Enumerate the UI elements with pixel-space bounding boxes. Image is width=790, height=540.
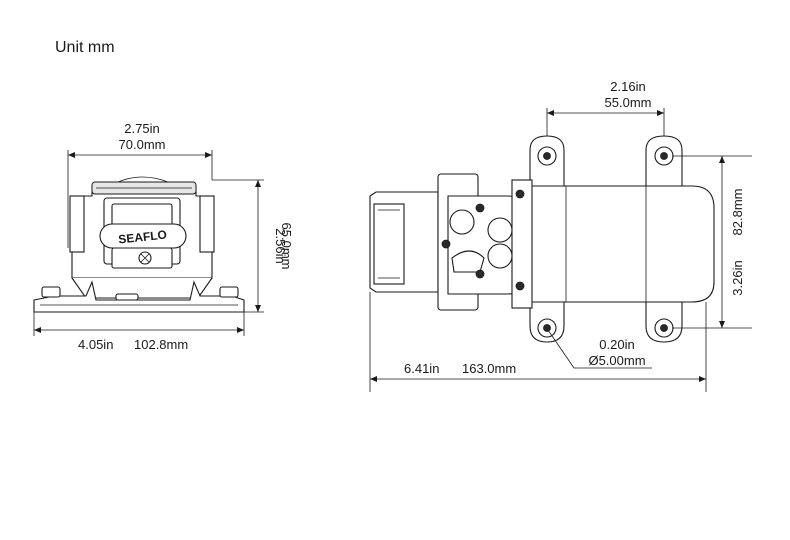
- hole-spacing-in: 2.16in: [610, 79, 645, 94]
- hole-spacing-mm: 55.0mm: [605, 95, 652, 110]
- front-width-mm: 70.0mm: [119, 137, 166, 152]
- unit-label: Unit mm: [55, 39, 115, 56]
- brand-logo: SEAFLO: [118, 228, 168, 247]
- length-in: 6.41in: [404, 361, 439, 376]
- hole-dia-mm: Ø5.00mm: [588, 353, 645, 368]
- mount-height-in: 3.26in: [730, 260, 745, 295]
- front-width-in: 2.75in: [124, 121, 159, 136]
- mount-height-mm: 82.8mm: [730, 189, 745, 236]
- front-height-in: 2.56in: [273, 228, 288, 263]
- top-view: 2.16in 55.0mm: [369, 79, 752, 392]
- front-view: 2.75in 70.0mm SEAFLO 2.56in 65.0mm: [33, 121, 294, 352]
- front-height-mm: 65.0mm: [279, 223, 294, 270]
- front-base-width-in: 4.05in: [78, 337, 113, 352]
- front-base-width-mm: 102.8mm: [134, 337, 188, 352]
- hole-dia-in: 0.20in: [599, 337, 634, 352]
- length-mm: 163.0mm: [462, 361, 516, 376]
